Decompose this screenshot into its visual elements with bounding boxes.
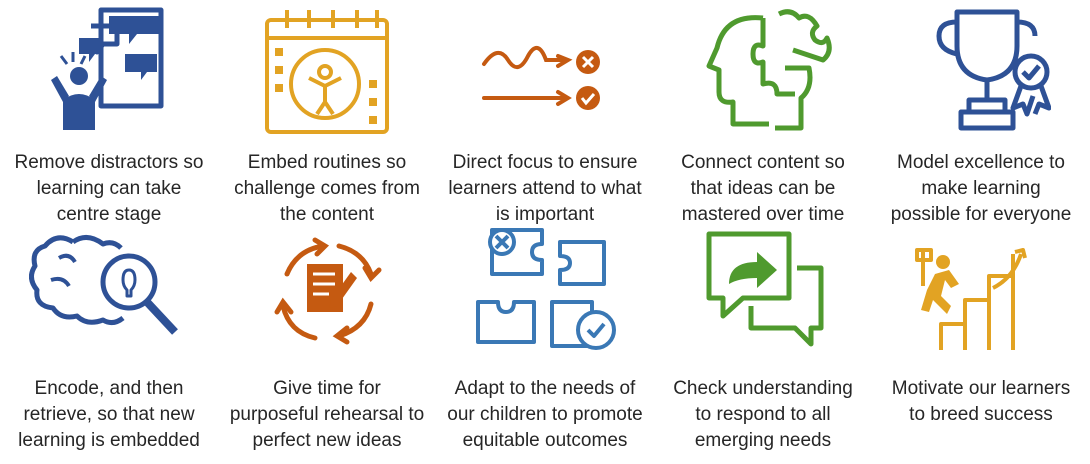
principle-caption: Remove distractors so learning can take … bbox=[14, 152, 204, 225]
principle-model-excellence: Model excellence to make learning possib… bbox=[872, 0, 1090, 232]
climbing-steps-icon bbox=[872, 228, 1090, 368]
focus-arrows-icon bbox=[436, 4, 654, 144]
principle-caption: Adapt to the needs of our children to pr… bbox=[447, 378, 643, 451]
principle-caption: Direct focus to ensure learners attend t… bbox=[448, 152, 642, 225]
brain-magnifier-icon bbox=[0, 228, 218, 368]
distraction-icon bbox=[0, 4, 218, 144]
principle-direct-focus: Direct focus to ensure learners attend t… bbox=[436, 0, 654, 232]
puzzle-pieces-icon bbox=[436, 228, 654, 368]
puzzle-heads-icon bbox=[654, 4, 872, 144]
principle-caption: Connect content so that ideas can be mas… bbox=[681, 152, 845, 225]
principle-remove-distractors: Remove distractors so learning can take … bbox=[0, 0, 218, 232]
rehearsal-cycle-icon bbox=[218, 228, 436, 368]
principle-caption: Check understanding to respond to all em… bbox=[673, 378, 853, 451]
speech-bubbles-icon bbox=[654, 228, 872, 368]
principle-check-understanding: Check understanding to respond to all em… bbox=[654, 228, 872, 460]
trophy-icon bbox=[872, 4, 1090, 144]
principle-embed-routines: Embed routines so challenge comes from t… bbox=[218, 0, 436, 232]
principle-caption: Model excellence to make learning possib… bbox=[890, 152, 1072, 225]
principle-caption: Motivate our learners to breed success bbox=[891, 378, 1071, 425]
principle-purposeful-rehearsal: Give time for purposeful rehearsal to pe… bbox=[218, 228, 436, 460]
principle-caption: Encode, and then retrieve, so that new l… bbox=[18, 378, 200, 451]
principle-encode-retrieve: Encode, and then retrieve, so that new l… bbox=[0, 228, 218, 460]
calendar-routine-icon bbox=[218, 4, 436, 144]
principle-connect-content: Connect content so that ideas can be mas… bbox=[654, 0, 872, 232]
principle-motivate-learners: Motivate our learners to breed success bbox=[872, 228, 1090, 460]
principle-adapt-needs: Adapt to the needs of our children to pr… bbox=[436, 228, 654, 460]
principle-caption: Give time for purposeful rehearsal to pe… bbox=[229, 378, 425, 451]
principle-caption: Embed routines so challenge comes from t… bbox=[234, 152, 420, 225]
